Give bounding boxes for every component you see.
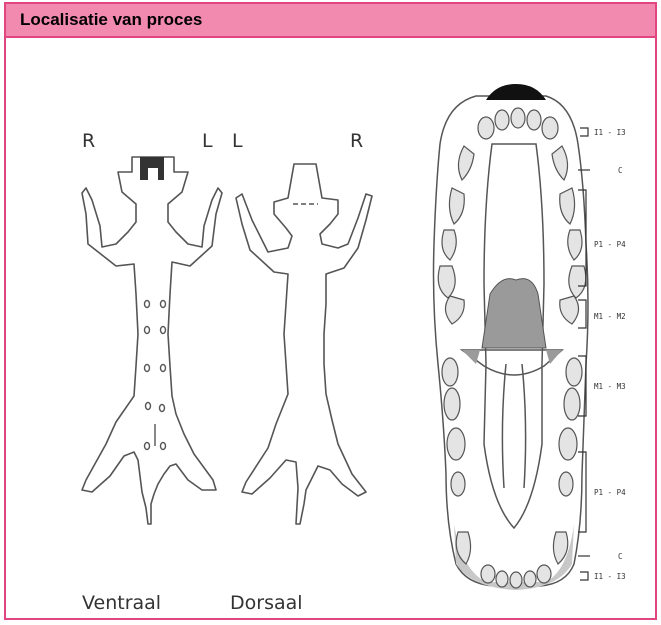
tooth-label-upper-canine: C bbox=[618, 166, 623, 175]
tooth-label-lower-molars: M1 - M3 bbox=[594, 382, 626, 391]
dorsal-body-outline bbox=[236, 164, 372, 524]
report-panel: Localisatie van proces bbox=[4, 2, 657, 620]
dorsal-side-left-label: L bbox=[232, 130, 243, 152]
ventral-side-left-label: R bbox=[82, 130, 95, 152]
dorsal-side-right-label: R bbox=[350, 130, 363, 152]
ventral-body-outline bbox=[82, 157, 222, 524]
tooth-label-upper-premolars: P1 - P4 bbox=[594, 240, 626, 249]
palate-lateral-shade bbox=[462, 350, 562, 364]
tooth-label-lower-premolars: P1 - P4 bbox=[594, 488, 626, 497]
ventral-side-right-label: L bbox=[202, 130, 213, 152]
tooth-label-lower-canine: C bbox=[618, 552, 623, 561]
dorsal-caption: Dorsaal bbox=[230, 592, 303, 614]
ventral-caption: Ventraal bbox=[82, 592, 161, 614]
tooth-label-upper-molars: M1 - M2 bbox=[594, 312, 626, 321]
tooth-label-lower-incisors: I1 - I3 bbox=[594, 572, 626, 581]
palate-shaded-region bbox=[482, 279, 546, 348]
nose-tip-marker bbox=[486, 84, 546, 100]
tooth-label-upper-incisors: I1 - I3 bbox=[594, 128, 626, 137]
body-diagram bbox=[6, 4, 655, 618]
ventral-nose-marker bbox=[140, 157, 164, 180]
nipple-points bbox=[145, 301, 166, 450]
